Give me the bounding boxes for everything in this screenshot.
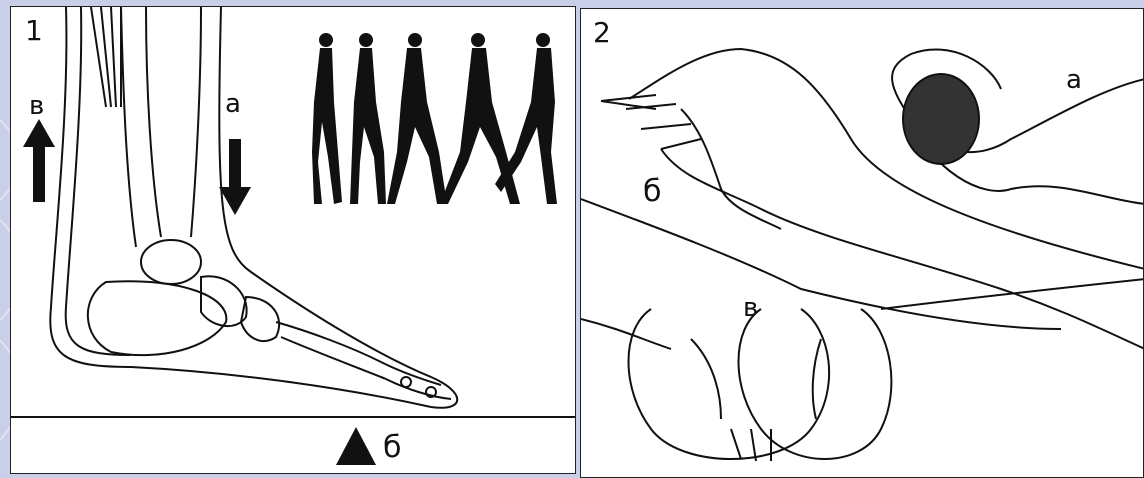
leg-outline bbox=[50, 7, 457, 408]
pencil-tip bbox=[601, 95, 656, 109]
clenched-fist bbox=[903, 74, 979, 164]
foot-diagram-panel: 1 в a б bbox=[10, 6, 576, 474]
hands-illustration bbox=[581, 9, 1144, 478]
label-b-pinch: б bbox=[643, 177, 662, 207]
foot-illustration bbox=[11, 7, 576, 474]
panel-number-1: 1 bbox=[25, 17, 43, 45]
talus-bone bbox=[141, 240, 201, 284]
walking-silhouettes bbox=[312, 33, 557, 204]
label-v-cupped-hands: в bbox=[743, 295, 758, 321]
arrow-down-a bbox=[219, 139, 251, 215]
arrow-up-v bbox=[23, 119, 55, 202]
cupped-hands-outline bbox=[629, 309, 830, 459]
hands-diagram-panel: 2 a б в bbox=[580, 8, 1144, 478]
fulcrum-triangle bbox=[336, 427, 376, 465]
label-b-fulcrum: б bbox=[383, 433, 402, 463]
label-a-fist: a bbox=[1066, 67, 1082, 93]
panel-number-2: 2 bbox=[593, 19, 611, 47]
label-a-down-arrow: a bbox=[225, 91, 241, 117]
label-v-up-arrow: в bbox=[29, 93, 44, 119]
